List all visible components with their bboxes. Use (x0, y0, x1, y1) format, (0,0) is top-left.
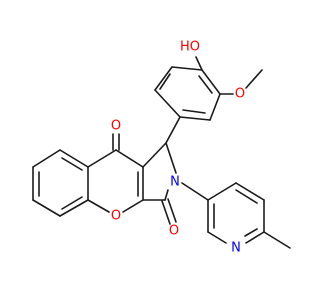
aryl-substituent (154, 56, 263, 144)
bond (164, 189, 169, 201)
methoxy-oxygen-label: O (235, 87, 245, 102)
bond-inner (182, 109, 206, 114)
bond-inner (235, 189, 258, 204)
bond (165, 116, 181, 144)
benzo-ring (32, 149, 89, 217)
ketone-oxygen-lower-label: O (169, 224, 179, 239)
structure-svg: HO O O O O N N (32, 40, 291, 256)
pyridine-nitrogen-label: N (231, 241, 241, 256)
bond (195, 56, 203, 71)
bond (179, 116, 211, 121)
bond-inner (61, 196, 83, 210)
bond-inner (198, 75, 213, 94)
pyrrolone-ring (142, 142, 177, 225)
bond (245, 231, 265, 244)
bond (115, 149, 144, 168)
bond (87, 199, 110, 213)
molecule-structure-diagram: HO O O O O N N (32, 39, 291, 256)
bond (154, 66, 173, 91)
bond (154, 89, 181, 118)
bond (87, 149, 117, 168)
bond (201, 69, 221, 95)
bond (161, 200, 171, 225)
bond (207, 231, 227, 244)
bond (207, 182, 237, 201)
bond-inner (61, 157, 83, 171)
bond (165, 142, 177, 174)
bond (235, 182, 265, 201)
bond (167, 198, 177, 223)
bond (142, 142, 167, 168)
bond-inner (159, 73, 171, 90)
bond (59, 199, 89, 217)
bond (171, 66, 203, 71)
bond (122, 199, 144, 213)
bond (32, 149, 61, 168)
bond (181, 182, 209, 201)
bond (209, 93, 221, 121)
pyranone-ring (87, 133, 144, 213)
ring-oxygen-label: O (111, 209, 121, 224)
ketone-oxygen-upper-label: O (111, 119, 121, 134)
bond (263, 231, 291, 249)
pyridyl-substituent (181, 182, 291, 249)
hydroxyl-label: HO (180, 40, 200, 55)
bond (32, 199, 61, 217)
bond (59, 149, 89, 168)
ring-nitrogen-label: N (170, 175, 180, 190)
bond (245, 69, 263, 89)
bond-inner (244, 228, 258, 237)
